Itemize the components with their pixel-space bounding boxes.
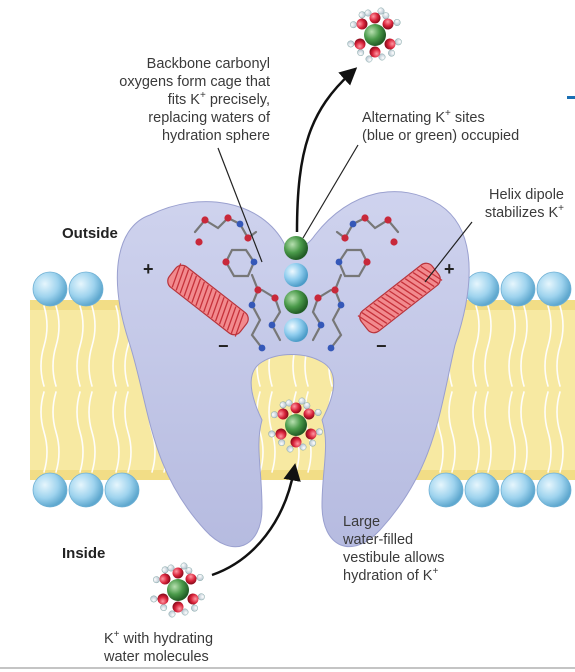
lipid-headgroup-top xyxy=(500,271,536,307)
channel-protein xyxy=(116,191,470,548)
lipid-headgroup-top xyxy=(536,271,572,307)
lipid-headgroup-top xyxy=(68,271,104,307)
hydrated-k-ion-bottom xyxy=(149,563,207,617)
alternating-line-1: Alternating K+ sites xyxy=(362,108,485,127)
helix-label: Helix dipole stabilizes K+ xyxy=(450,186,564,222)
inside-label: Inside xyxy=(62,545,106,562)
helix-leader xyxy=(424,221,473,283)
lipid-headgroup-bottom xyxy=(104,472,140,508)
hydrating-label: K+ with hydrating water molecules xyxy=(104,630,213,666)
lipid-headgroup-bottom xyxy=(536,472,572,508)
lipid-headgroup-top xyxy=(32,271,68,307)
carbonyl-line-4: replacing waters of xyxy=(148,110,270,126)
alternating-label: Alternating K+ sites (blue or green) occ… xyxy=(362,109,519,145)
k-ion-site-4 xyxy=(284,318,308,342)
lipid-headgroup-bottom xyxy=(428,472,464,508)
hydrated-k-ion-top xyxy=(346,8,404,62)
k-ion-site-1 xyxy=(284,236,308,260)
lipid-headgroup-bottom xyxy=(68,472,104,508)
lipid-headgroup-top xyxy=(464,271,500,307)
hydrating-line-2: water molecules xyxy=(104,649,209,665)
carbonyl-line-3: fits K+ precisely, xyxy=(167,90,270,109)
lipid-headgroup-bottom xyxy=(464,472,500,508)
carbonyl-leader xyxy=(217,147,263,263)
helix-line-1: Helix dipole xyxy=(489,187,564,203)
k-ion-site-2 xyxy=(284,263,308,287)
vestibule-label: Large water-filled vestibule allows hydr… xyxy=(343,513,445,585)
vestibule-line-4: hydration of K+ xyxy=(343,566,439,585)
edge-marker xyxy=(567,96,575,99)
left-helix xyxy=(167,263,249,337)
alternating-line-2: (blue or green) occupied xyxy=(362,128,520,144)
left-helix-plus: + xyxy=(143,259,154,279)
entry-arrow xyxy=(211,463,301,577)
vestibule-line-2: water-filled xyxy=(343,532,414,548)
right-helix-plus: + xyxy=(444,259,455,279)
vestibule-line-3: vestibule allows xyxy=(343,550,445,566)
hydrating-line-1: K+ with hydrating xyxy=(104,629,214,648)
carbonyl-line-5: hydration sphere xyxy=(161,128,270,144)
outside-label: Outside xyxy=(62,225,118,242)
carbonyl-line-2: oxygens form cage that xyxy=(119,74,270,90)
alternating-leader xyxy=(302,144,359,239)
left-helix-minus: − xyxy=(218,336,229,356)
lipid-headgroup-bottom xyxy=(32,472,68,508)
k-ion-site-3 xyxy=(284,290,308,314)
carbonyl-label: Backbone carbonyl oxygens form cage that… xyxy=(82,55,270,145)
vestibule-line-1: Large xyxy=(343,514,381,530)
lipid-headgroup-bottom xyxy=(500,472,536,508)
filter-atoms xyxy=(195,214,398,352)
exit-arrow xyxy=(295,67,358,233)
selectivity-filter-ions xyxy=(284,236,308,342)
helix-line-2: stabilizes K+ xyxy=(484,203,564,222)
right-helix xyxy=(357,262,443,334)
right-helix-minus: − xyxy=(376,336,387,356)
carbonyl-line-1: Backbone carbonyl xyxy=(146,56,270,72)
